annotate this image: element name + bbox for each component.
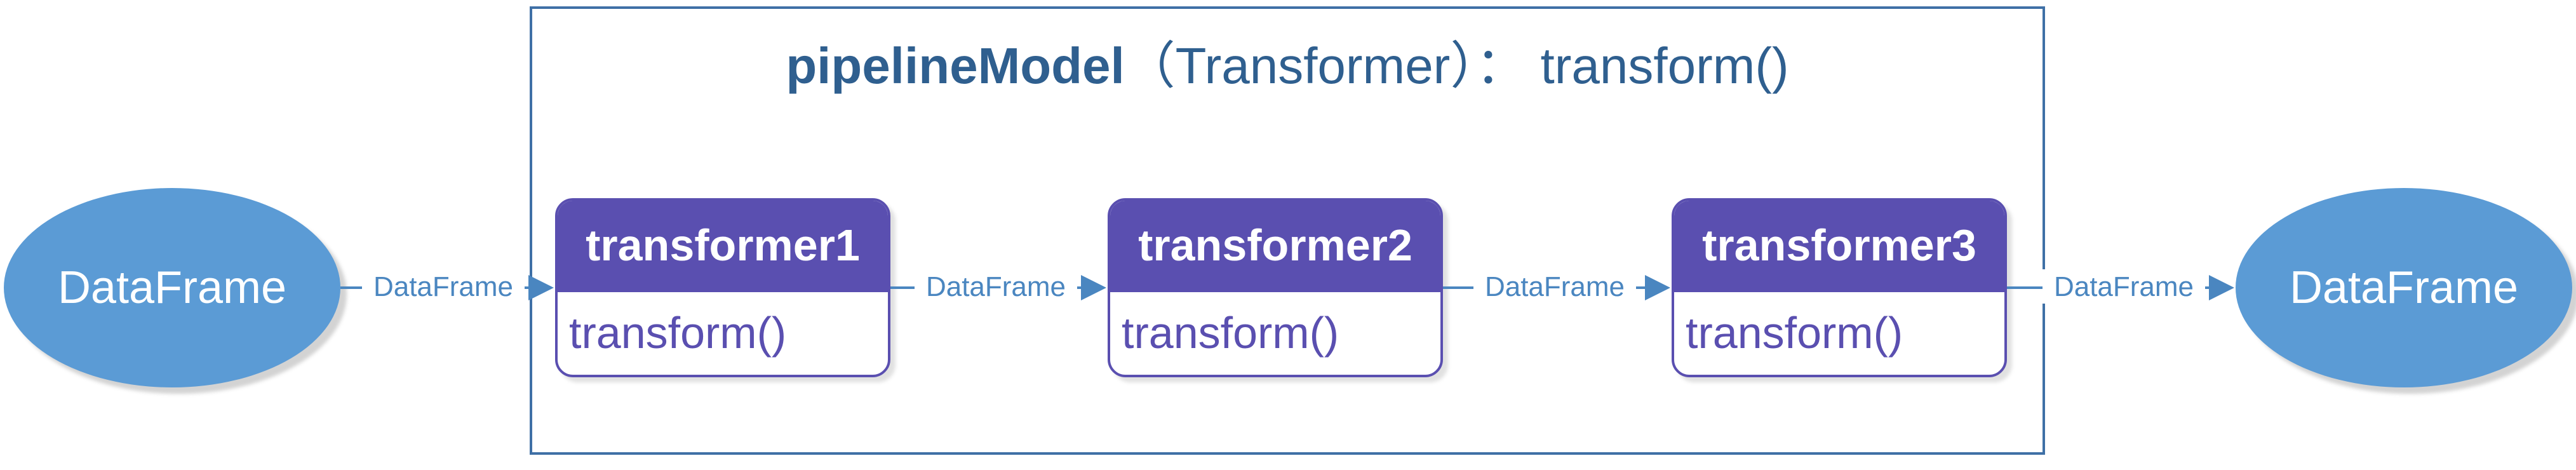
pipeline-model-name: pipelineModel: [786, 37, 1125, 94]
edge-transformer2-to-transformer3: DataFrame: [1443, 269, 1670, 304]
edge-label: DataFrame: [373, 271, 513, 302]
transformer2-method: transform(): [1110, 290, 1440, 375]
edge-input-to-transformer1: DataFrame: [340, 269, 554, 304]
output-dataframe-label: DataFrame: [2289, 262, 2519, 313]
edge-transformer1-to-transformer2: DataFrame: [890, 269, 1106, 304]
output-dataframe-node: DataFrame: [2236, 188, 2572, 387]
transformer3-box: transformer3 transform(): [1672, 198, 2007, 377]
pipeline-model-title: pipelineModel（Transformer）： transform(): [532, 36, 2043, 97]
edge-label-bg: [362, 269, 525, 304]
input-dataframe-node: DataFrame: [4, 188, 340, 387]
pipeline-model-signature: （Transformer）： transform(): [1124, 37, 1789, 94]
edge-label: DataFrame: [2054, 271, 2194, 302]
edge-label: DataFrame: [1485, 271, 1625, 302]
transformer2-box: transformer2 transform(): [1108, 198, 1443, 377]
input-dataframe-label: DataFrame: [57, 262, 287, 313]
transformer1-name: transformer1: [558, 201, 888, 290]
transformer1-box: transformer1 transform(): [555, 198, 890, 377]
edge-transformer3-to-output: DataFrame: [2007, 269, 2234, 304]
transformer1-method: transform(): [558, 290, 888, 375]
edge-label: DataFrame: [926, 271, 1066, 302]
transformer2-name: transformer2: [1110, 201, 1440, 290]
transformer3-name: transformer3: [1674, 201, 2004, 290]
edge-label-bg: [2043, 269, 2205, 304]
transformer3-method: transform(): [1674, 290, 2004, 375]
edge-label-bg: [1473, 269, 1636, 304]
edge-label-bg: [915, 269, 1077, 304]
